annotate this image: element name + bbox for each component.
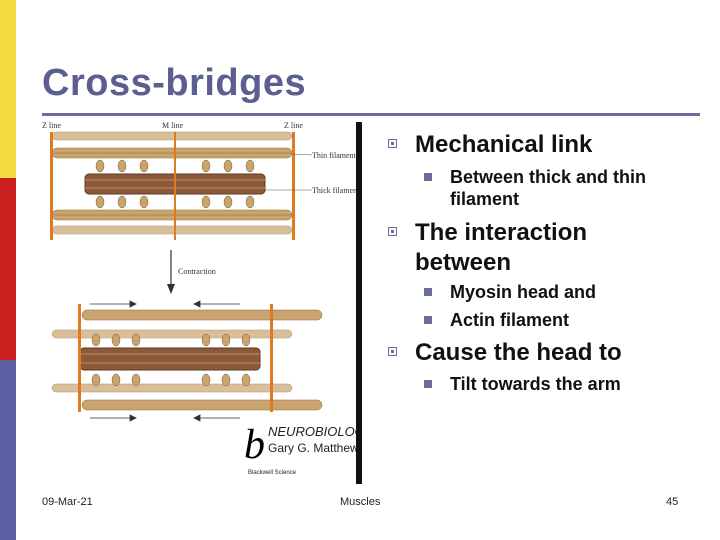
- contraction-label: Contraction: [178, 267, 216, 276]
- slide-title: Cross-bridges: [42, 62, 307, 104]
- bullet-text: The interaction between: [415, 219, 588, 276]
- footer-date: 09-Mar-21: [42, 496, 93, 508]
- sub-bullet-actin-filament: Actin filament: [424, 309, 569, 331]
- logo-author: Gary G. Matthews: [268, 441, 360, 455]
- sub-bullet-tilt: Tilt towards the arm: [424, 373, 621, 395]
- sarcomere-figure: Z line M line Z line Thin filament Thick…: [30, 118, 375, 490]
- thin-filament-label: Thin filament: [312, 151, 357, 160]
- z-line-label-left: Z line: [42, 121, 61, 130]
- sub-bullet-icon: [424, 316, 432, 324]
- sub-bullet-text: Actin filament: [450, 310, 570, 330]
- logo-title: NEUROBIOLOGY: [268, 424, 360, 439]
- thick-filament-label: Thick filament: [312, 186, 360, 195]
- sub-bullet-text: Between thick and thin filament: [450, 167, 647, 209]
- bullet-text: Cause the head to: [415, 339, 622, 366]
- page-number: 45: [666, 496, 679, 508]
- column-divider: [356, 122, 362, 484]
- relaxed-sarcomere: [50, 131, 313, 240]
- footer-title: Muscles: [340, 496, 381, 508]
- m-line-label: M line: [162, 121, 184, 130]
- sub-bullet-text: Myosin head and: [450, 282, 597, 302]
- bullet-mechanical-link: Mechanical link: [388, 130, 592, 160]
- bullet-icon: [388, 347, 397, 356]
- contraction-arrow: Contraction: [167, 250, 216, 294]
- bullet-icon: [388, 139, 397, 148]
- sub-bullet-myosin-head: Myosin head and: [424, 281, 596, 303]
- bullet-interaction: The interaction between: [388, 218, 628, 278]
- sub-bullet-text: Tilt towards the arm: [450, 374, 621, 394]
- sarcomere-diagram: Z line M line Z line Thin filament Thick…: [42, 121, 375, 476]
- z-line-label-right: Z line: [284, 121, 303, 130]
- sidebar-stripe: [0, 0, 16, 540]
- publisher-name: Blackwell Science: [248, 470, 297, 476]
- publisher-logo: b NEUROBIOLOGY Gary G. Matthews Blackwel…: [244, 422, 375, 476]
- sidebar-yellow-block: [0, 0, 16, 178]
- logo-letter: b: [244, 422, 265, 468]
- bullet-icon: [388, 227, 397, 236]
- contracted-sarcomere: [51, 300, 323, 422]
- bullet-cause-head: Cause the head to: [388, 338, 622, 368]
- sub-bullet-icon: [424, 173, 432, 181]
- sub-bullet-icon: [424, 288, 432, 296]
- bullet-text: Mechanical link: [415, 131, 593, 158]
- sub-bullet-between-filaments: Between thick and thin filament: [424, 166, 694, 210]
- sidebar-red-block: [0, 178, 16, 360]
- sub-bullet-icon: [424, 380, 432, 388]
- title-underline: [42, 113, 700, 116]
- sidebar-purple-block: [0, 360, 16, 540]
